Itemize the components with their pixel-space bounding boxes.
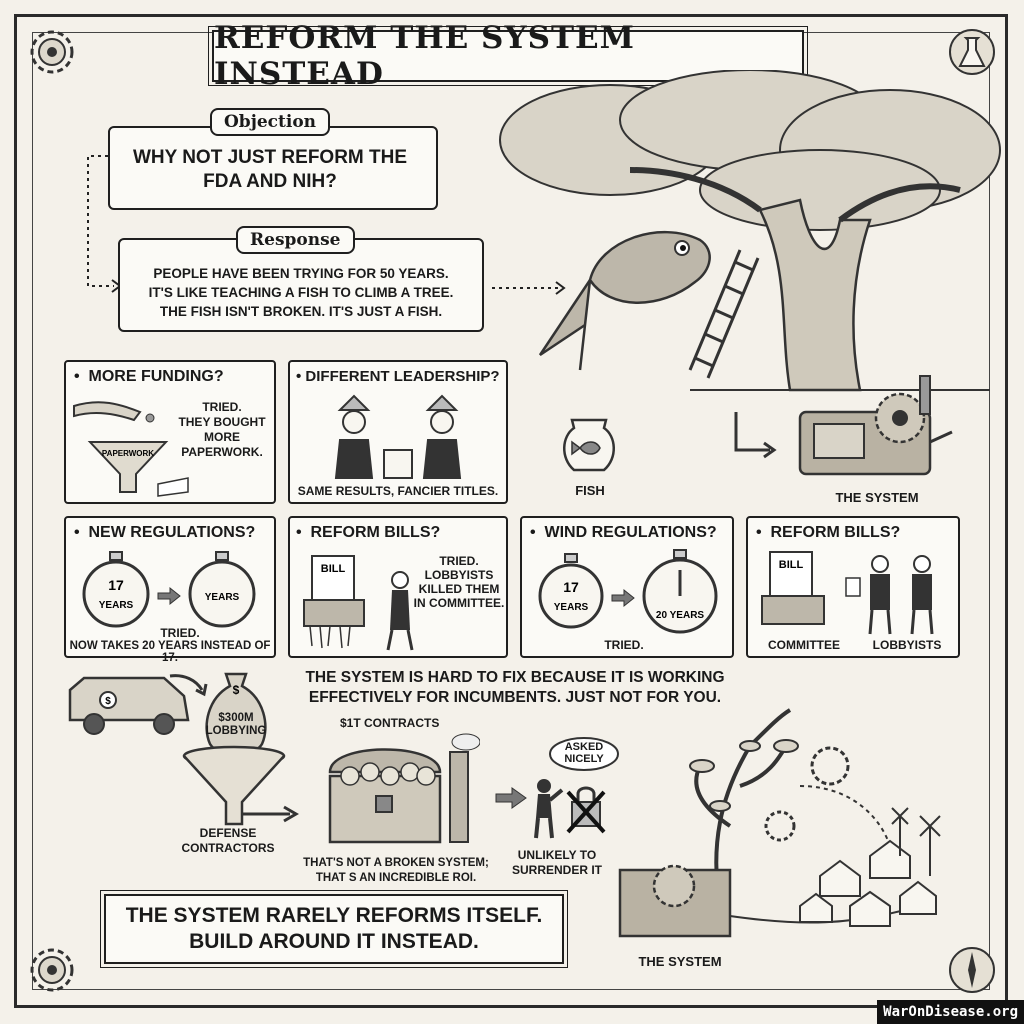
tree-illustration (499, 70, 1001, 392)
watermark-link[interactable]: WarOnDisease.org (877, 1000, 1024, 1024)
svg-text:$: $ (233, 683, 240, 697)
stopwatch-icon: 20 YEARS (642, 549, 718, 634)
wind-regulations-tried: TRIED. (604, 638, 644, 652)
asked-nicely-bubble: ASKED NICELY (564, 741, 604, 765)
arrow-right-icon (157, 586, 181, 606)
svg-text:17: 17 (108, 577, 124, 593)
arrow-right (495, 787, 527, 809)
arrow-right (169, 674, 208, 697)
panel-different-leadership (288, 360, 508, 504)
svg-text:20 YEARS: 20 YEARS (656, 610, 705, 621)
reform-bills-text: TRIED. LOBBYISTS KILLED THEM IN COMMITTE… (413, 554, 505, 610)
response-line: THE FISH ISN'T BROKEN. IT'S JUST A FISH. (159, 304, 443, 319)
response-line: PEOPLE HAVE BEEN TRYING FOR 50 YEARS. (153, 266, 449, 281)
speech-bubble (549, 737, 619, 771)
system-label-top: THE SYSTEM (835, 490, 919, 505)
new-regulations-caption: NOW TAKES 20 YEARS INSTEAD OF 17. (69, 640, 271, 664)
response-line: IT'S LIKE TEACHING A FISH TO CLIMB A TRE… (148, 285, 454, 300)
outer-border (14, 14, 1008, 1008)
fishbowl-icon (563, 418, 615, 472)
arrow-right (734, 412, 777, 459)
objection-question: WHY NOT JUST REFORM THE FDA AND NIH? (132, 147, 408, 192)
lobbying-bag-text: $300M LOBBYING (205, 712, 267, 737)
funnel-illustration (182, 745, 299, 826)
svg-text:BILL: BILL (779, 559, 804, 571)
svg-text:17: 17 (563, 579, 579, 595)
panel-title: • REFORM BILLS? (296, 524, 441, 541)
fish-label: FISH (575, 483, 605, 498)
panel-title: • WIND REGULATIONS? (530, 524, 717, 541)
stopwatch-icon: 17 YEARS (538, 553, 604, 629)
stopwatch-icon: YEARS (188, 551, 256, 628)
more-funding-text: TRIED. THEY BOUGHT MORE PAPERWORK. (178, 400, 266, 459)
panel-title: • MORE FUNDING? (74, 368, 224, 385)
page-title: REFORM THE SYSTEM INSTEAD (214, 20, 635, 92)
leadership-caption: SAME RESULTS, FANCIER TITLES. (297, 484, 499, 498)
armored-truck-illustration: $ (68, 676, 190, 735)
lobbyists-label: LOBBYISTS (872, 638, 942, 652)
committee-illustration: BILL (761, 551, 934, 635)
committee-label: COMMITTEE (768, 638, 840, 652)
contracts-label: $1T CONTRACTS (340, 716, 440, 730)
gear-icon (30, 948, 74, 992)
shredder-illustration: BILL (303, 555, 414, 651)
svg-text:BILL: BILL (321, 563, 346, 575)
unlikely-text: UNLIKELY TO SURRENDER IT (511, 848, 602, 877)
new-regulations-tried: TRIED. (160, 626, 200, 640)
panel-title: • NEW REGULATIONS? (74, 524, 256, 541)
fish-illustration (538, 231, 711, 371)
panel-title: • REFORM BILLS? (756, 524, 901, 541)
growth-illustration (618, 708, 941, 938)
conclusion-line: BUILD AROUND IT INSTEAD. (189, 930, 479, 953)
dotted-arrow (492, 281, 566, 295)
system-label-bottom: THE SYSTEM (638, 954, 722, 969)
svg-text:$: $ (105, 696, 111, 707)
person-with-lock (534, 779, 606, 839)
treasure-chest-illustration (328, 733, 480, 844)
leaders-illustration (334, 394, 462, 479)
arrow-right-icon (611, 588, 635, 608)
objection-label: Objection (210, 108, 331, 136)
conclusion-box: THE SYSTEM RARELY REFORMS ITSELF. BUILD … (100, 890, 568, 968)
conclusion-line: THE SYSTEM RARELY REFORMS ITSELF. (125, 904, 543, 927)
roi-text: THAT'S NOT A BROKEN SYSTEM; THAT S AN IN… (303, 857, 489, 884)
gear-icon (30, 30, 74, 74)
title-banner: REFORM THE SYSTEM INSTEAD (208, 20, 808, 92)
panel-title: • DIFFERENT LEADERSHIP? (296, 368, 500, 385)
funnel-label: PAPERWORK (102, 449, 154, 458)
system-statement: THE SYSTEM IS HARD TO FIX BECAUSE IT IS … (305, 669, 725, 706)
stopwatch-icon: 17 YEARS (82, 551, 150, 628)
response-text: PEOPLE HAVE BEEN TRYING FOR 50 YEARS. IT… (122, 264, 480, 321)
svg-text:YEARS: YEARS (205, 592, 240, 603)
system-machine (798, 375, 953, 476)
panel-more-funding (64, 360, 276, 504)
defense-contractors-label: DEFENSE CONTRACTORS (181, 826, 275, 855)
flask-icon (949, 29, 995, 75)
compass-icon (949, 947, 995, 993)
svg-text:YEARS: YEARS (99, 600, 134, 611)
funnel-paperwork: PAPERWORK (73, 401, 189, 497)
response-label: Response (236, 226, 355, 254)
svg-text:YEARS: YEARS (554, 602, 589, 613)
